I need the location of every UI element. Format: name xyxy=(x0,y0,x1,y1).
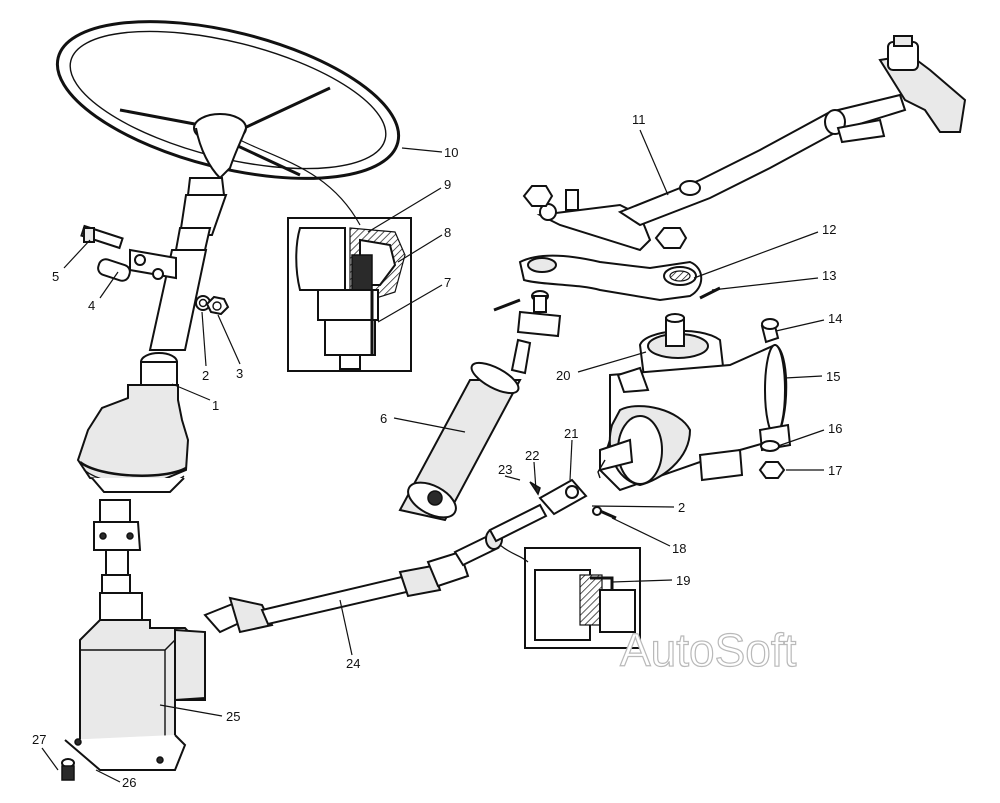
callout-16: 16 xyxy=(828,421,842,436)
callout-19: 19 xyxy=(676,573,690,588)
callout-10: 10 xyxy=(444,145,458,160)
steering-gearbox xyxy=(597,313,792,492)
callout-8: 8 xyxy=(444,225,451,240)
leader-lines xyxy=(41,129,825,783)
inset-detail-top xyxy=(287,217,412,372)
tie-rod xyxy=(398,290,562,522)
callout-24: 24 xyxy=(346,656,360,671)
callout-9: 9 xyxy=(444,177,451,192)
callout-15: 15 xyxy=(826,369,840,384)
callout-14: 14 xyxy=(828,311,842,326)
callout-5: 5 xyxy=(52,269,59,284)
callout-18: 18 xyxy=(672,541,686,556)
callout-25: 25 xyxy=(226,709,240,724)
callout-1: 1 xyxy=(212,398,219,413)
steering-lever-assembly xyxy=(522,35,967,252)
steering-column xyxy=(140,177,228,396)
gearbox-fasteners xyxy=(758,318,786,479)
callout-7: 7 xyxy=(444,275,451,290)
callout-3: 3 xyxy=(236,366,243,381)
inset-detail-leader xyxy=(239,139,361,226)
callout-2: 2 xyxy=(202,368,209,383)
callout-23: 23 xyxy=(498,462,512,477)
callout-12: 12 xyxy=(822,222,836,237)
callout-6: 6 xyxy=(380,411,387,426)
callout-11: 11 xyxy=(632,112,646,127)
column-bracket xyxy=(80,224,230,316)
callout-27: 27 xyxy=(32,732,46,747)
intermediate-shaft xyxy=(203,503,548,634)
callout-20: 20 xyxy=(556,368,570,383)
callout-26: 26 xyxy=(122,775,136,790)
inset-detail-bottom xyxy=(524,547,641,649)
gearbox-bolt xyxy=(61,758,75,781)
watermark: AutoSoft xyxy=(620,624,797,676)
callout-2b: 2 xyxy=(678,500,685,515)
callout-22: 22 xyxy=(525,448,539,463)
lower-column-joint xyxy=(93,499,143,624)
inset-detail-leader-2 xyxy=(499,544,529,563)
callout-21: 21 xyxy=(564,426,578,441)
callout-4: 4 xyxy=(88,298,95,313)
steering-wheel xyxy=(55,20,401,180)
callout-labels: 1 2 2 3 4 5 6 7 8 9 10 11 12 13 14 15 16… xyxy=(32,112,842,790)
rubber-boot xyxy=(76,384,190,493)
callout-13: 13 xyxy=(822,268,836,283)
coupling-joint xyxy=(529,478,617,520)
pitman-arm xyxy=(518,254,721,302)
angle-gearbox xyxy=(64,619,206,771)
callout-17: 17 xyxy=(828,463,842,478)
